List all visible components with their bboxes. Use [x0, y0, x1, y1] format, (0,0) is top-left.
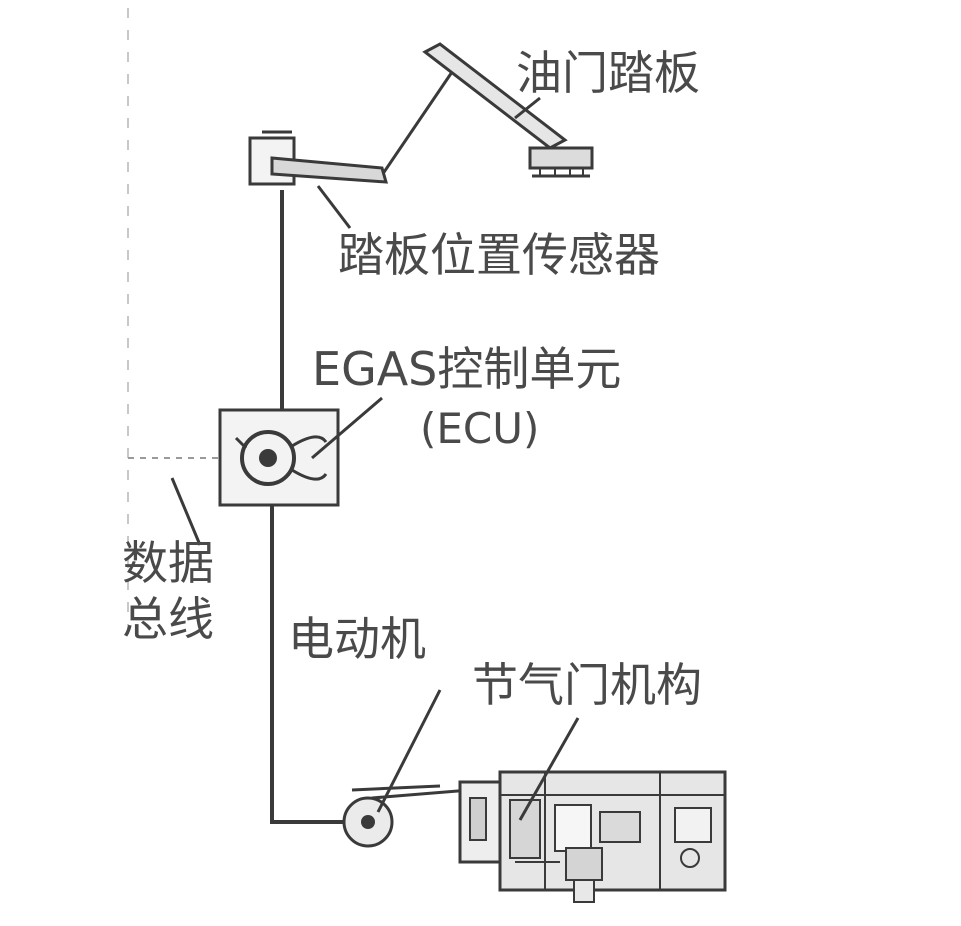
ecu-label-leader [311, 396, 383, 460]
ecu-unit [218, 408, 340, 507]
ecu-label: (ECU) [420, 404, 540, 453]
data-bus-label-line1: 数据 [122, 536, 214, 590]
data-bus-leader [170, 477, 202, 546]
pedal-linkage-rod [378, 71, 454, 179]
throttle-label-leader [518, 717, 580, 821]
sensor-label-leader [316, 185, 352, 229]
pedal-position-sensor [248, 130, 389, 186]
pedal-position-sensor-label: 踏板位置传感器 [338, 228, 660, 282]
motor-label-leader [376, 689, 442, 813]
throttle-mechanism-label: 节气门机构 [472, 658, 702, 712]
accelerator-pedal-label: 油门踏板 [516, 46, 700, 100]
electric-motor [342, 784, 471, 848]
egas-control-unit-label: EGAS控制单元 [312, 342, 622, 396]
data-bus-label-line2: 总线 [122, 592, 214, 646]
electric-motor-label: 电动机 [288, 612, 426, 666]
ecu-to-motor-wire [270, 505, 345, 824]
throttle-body [458, 770, 727, 903]
accelerator-pedal [422, 42, 594, 178]
pedal-label-leader [514, 96, 541, 120]
